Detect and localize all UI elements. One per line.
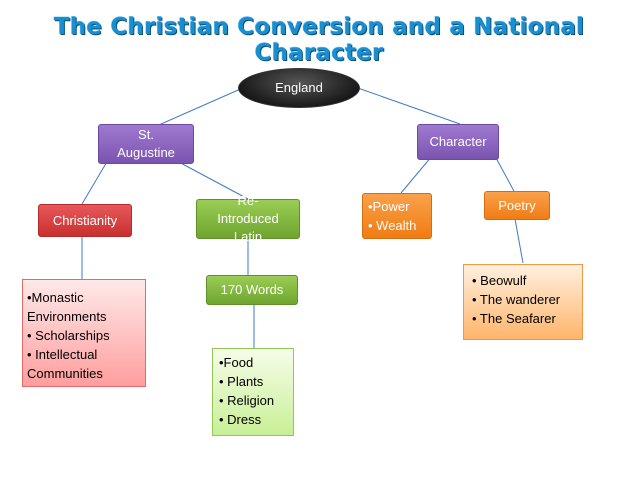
list-item-seafarer: • The Seafarer <box>472 311 556 326</box>
list-item-monastic: •Monastic Environments <box>27 290 107 324</box>
node-st-augustine: St. Augustine <box>98 124 194 164</box>
connector-england-character <box>354 86 461 125</box>
node-170-words-label: 170 Words <box>220 282 284 297</box>
connector-england-augustine <box>151 86 246 129</box>
node-christianity-label: Christianity <box>52 212 118 228</box>
node-reintroduced-latin: Re-Introduced Latin <box>196 193 300 244</box>
list-poetry: • Beowulf • The wanderer • The Seafarer <box>463 264 583 340</box>
node-poetry-label: Poetry <box>498 197 536 213</box>
list-item-plants: • Plants <box>219 374 264 389</box>
wealth-item: • Wealth <box>368 218 417 233</box>
node-england-label: England <box>275 80 323 95</box>
node-character: Character <box>417 124 499 160</box>
node-poetry: Poetry <box>484 191 550 220</box>
node-power-wealth: •Power • Wealth <box>362 193 432 239</box>
list-item-wanderer: • The wanderer <box>472 292 561 307</box>
connector-character-power <box>400 155 433 194</box>
power-item: •Power <box>368 199 410 214</box>
list-item-religion: • Religion <box>219 393 275 408</box>
list-latin-words: •Food • Plants • Religion • Dress <box>212 348 294 436</box>
node-reintroduced-latin-label: Re-Introduced Latin <box>217 193 279 244</box>
node-england: England <box>238 68 360 108</box>
node-st-augustine-label: St. Augustine <box>117 127 175 160</box>
connector-character-poetry <box>494 155 516 194</box>
list-item-beowulf: • Beowulf <box>472 273 527 288</box>
slide-title: The Christian Conversion and a National … <box>53 14 585 66</box>
node-character-label: Character <box>429 134 487 149</box>
connector-augustine-christianity <box>81 159 109 205</box>
list-item-food: •Food <box>219 355 254 370</box>
node-170-words: 170 Words <box>206 275 298 305</box>
list-item-scholarships: • Scholarships <box>27 328 110 343</box>
node-christianity: Christianity <box>38 204 132 237</box>
list-item-dress: • Dress <box>219 412 262 427</box>
list-monastic: •Monastic Environments • Scholarships • … <box>22 279 146 387</box>
connector-augustine-latin <box>174 159 249 200</box>
connector-poetry-list <box>514 218 524 264</box>
list-item-intellectual: • Intellectual Communities <box>27 347 103 381</box>
